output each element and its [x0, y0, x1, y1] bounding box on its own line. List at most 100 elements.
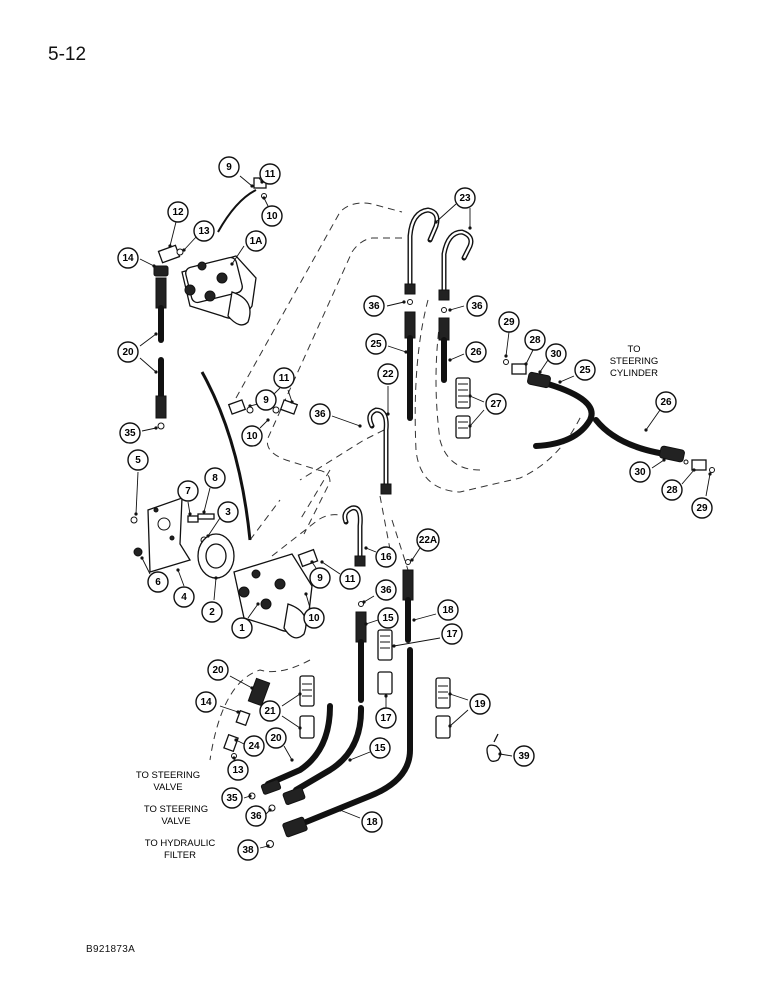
callout-c5: 5 — [127, 449, 149, 471]
callout-c17a: 17 — [441, 623, 463, 645]
callout-c20a: 20 — [117, 341, 139, 363]
leader-line-c17a-0 — [393, 637, 441, 647]
callout-c23: 23 — [454, 187, 476, 209]
callout-circle-c1A — [245, 230, 267, 252]
leader-arrow-c5-0 — [134, 512, 138, 516]
callout-c9c: 9 — [309, 567, 331, 589]
leader-line-c20a-0 — [139, 333, 157, 347]
callout-leader-lines — [134, 175, 712, 849]
leader-arrow-c26a-0 — [644, 428, 648, 432]
callout-c7: 7 — [177, 480, 199, 502]
leader-line-c15b-0 — [349, 751, 371, 761]
leader-arrow-c22A-0 — [410, 558, 414, 562]
leader-arrow-c36e-0 — [268, 808, 272, 812]
callout-label-c36a: 36 — [368, 301, 380, 312]
callout-label-c36e: 36 — [250, 811, 262, 822]
leader-arrow-c36b-0 — [448, 308, 452, 312]
callout-circle-c14a — [117, 247, 139, 269]
page-number: 5-12 — [48, 44, 87, 65]
callout-label-c20a: 20 — [122, 347, 134, 358]
callout-circle-c36e — [245, 805, 267, 827]
leader-arrow-c20a-1 — [154, 370, 158, 374]
upper-elbow-fittings — [153, 177, 267, 277]
leader-line-c35a-0 — [141, 427, 157, 432]
leader-arrow-c35a-0 — [154, 426, 158, 430]
callout-c1A: 1A — [245, 230, 267, 252]
callout-c15a: 15 — [377, 607, 399, 629]
dashed-route-upper — [235, 202, 403, 535]
callout-circle-c10a — [261, 205, 283, 227]
leader-arrow-c3-0 — [206, 534, 210, 538]
callout-c18a: 18 — [437, 599, 459, 621]
callout-c28a: 28 — [524, 329, 546, 351]
leader-arrow-c27-0 — [468, 394, 472, 398]
leader-arrow-c26b-0 — [448, 358, 452, 362]
callout-c17b: 17 — [375, 707, 397, 729]
callout-label-c14b: 14 — [200, 697, 212, 708]
leader-arrow-c23-1 — [468, 226, 472, 230]
leader-line-c4-0 — [177, 569, 185, 587]
leader-line-c39-0 — [499, 753, 513, 757]
leader-arrow-c30b-0 — [662, 458, 666, 462]
callout-label-c17a: 17 — [446, 629, 458, 640]
leader-arrow-c8-0 — [202, 510, 206, 514]
leader-arrow-c20c-0 — [290, 758, 294, 762]
callout-circle-c36a — [363, 295, 385, 317]
callout-circle-c12 — [167, 201, 189, 223]
callout-c6: 6 — [147, 571, 169, 593]
callout-circle-c18b — [361, 811, 383, 833]
leader-arrow-c35b-0 — [248, 794, 252, 798]
callout-c13b: 13 — [227, 759, 249, 781]
callout-circle-c13a — [193, 220, 215, 242]
leader-arrow-c21-1 — [298, 726, 302, 730]
callout-c26b: 26 — [465, 341, 487, 363]
leader-arrow-c36c-0 — [358, 424, 362, 428]
callout-c4: 4 — [173, 586, 195, 608]
callout-circle-c24 — [243, 735, 265, 757]
callout-circle-c27 — [485, 393, 507, 415]
callout-circle-c6 — [147, 571, 169, 593]
callout-circle-c10c — [303, 607, 325, 629]
callout-c9b: 9 — [255, 389, 277, 411]
callout-c10b: 10 — [241, 425, 263, 447]
callout-circle-c21 — [259, 700, 281, 722]
hose-20-upper — [155, 277, 167, 430]
leader-line-c18a-0 — [413, 613, 437, 621]
leader-line-c14b-0 — [219, 705, 239, 713]
callout-circle-c9a — [218, 156, 240, 178]
callout-c36a: 36 — [363, 295, 385, 317]
callout-circle-c22A — [416, 528, 440, 552]
leader-arrow-c9c-0 — [310, 560, 314, 564]
callout-c39: 39 — [513, 745, 535, 767]
hoses-15-18 — [293, 559, 414, 825]
callout-c20c: 20 — [265, 727, 287, 749]
leader-arrow-c10b-0 — [266, 418, 270, 422]
leader-arrow-c11b-1 — [290, 400, 294, 404]
callout-circle-c23 — [454, 187, 476, 209]
callout-circle-c11c — [339, 568, 361, 590]
callout-c8: 8 — [204, 467, 226, 489]
callout-c15b: 15 — [369, 737, 391, 759]
callout-c18b: 18 — [361, 811, 383, 833]
callout-circle-c29b — [691, 497, 713, 519]
figure-code: B921873A — [86, 944, 136, 955]
callout-circle-c8 — [204, 467, 226, 489]
dashed-route-hose-22 — [299, 429, 385, 481]
callout-c29b: 29 — [691, 497, 713, 519]
leader-arrow-c21-0 — [298, 692, 302, 696]
leader-arrow-c10a-0 — [262, 196, 266, 200]
callout-label-c6: 6 — [155, 577, 161, 588]
callout-label-c30b: 30 — [634, 467, 646, 478]
leader-arrow-c9b-0 — [248, 404, 252, 408]
note-steering-valve-1b: VALVE — [153, 782, 182, 793]
leader-line-c16-0 — [365, 547, 377, 553]
callout-c36d: 36 — [375, 579, 397, 601]
callout-c35a: 35 — [119, 422, 141, 444]
leader-line-c22A-0 — [411, 547, 421, 561]
leader-line-c27-1 — [469, 409, 485, 427]
callout-label-c14a: 14 — [122, 253, 134, 264]
leader-arrow-c6-0 — [140, 556, 144, 560]
callout-circle-c14b — [195, 691, 217, 713]
callout-c3: 3 — [217, 501, 239, 523]
callout-c11b: 11 — [273, 367, 295, 389]
